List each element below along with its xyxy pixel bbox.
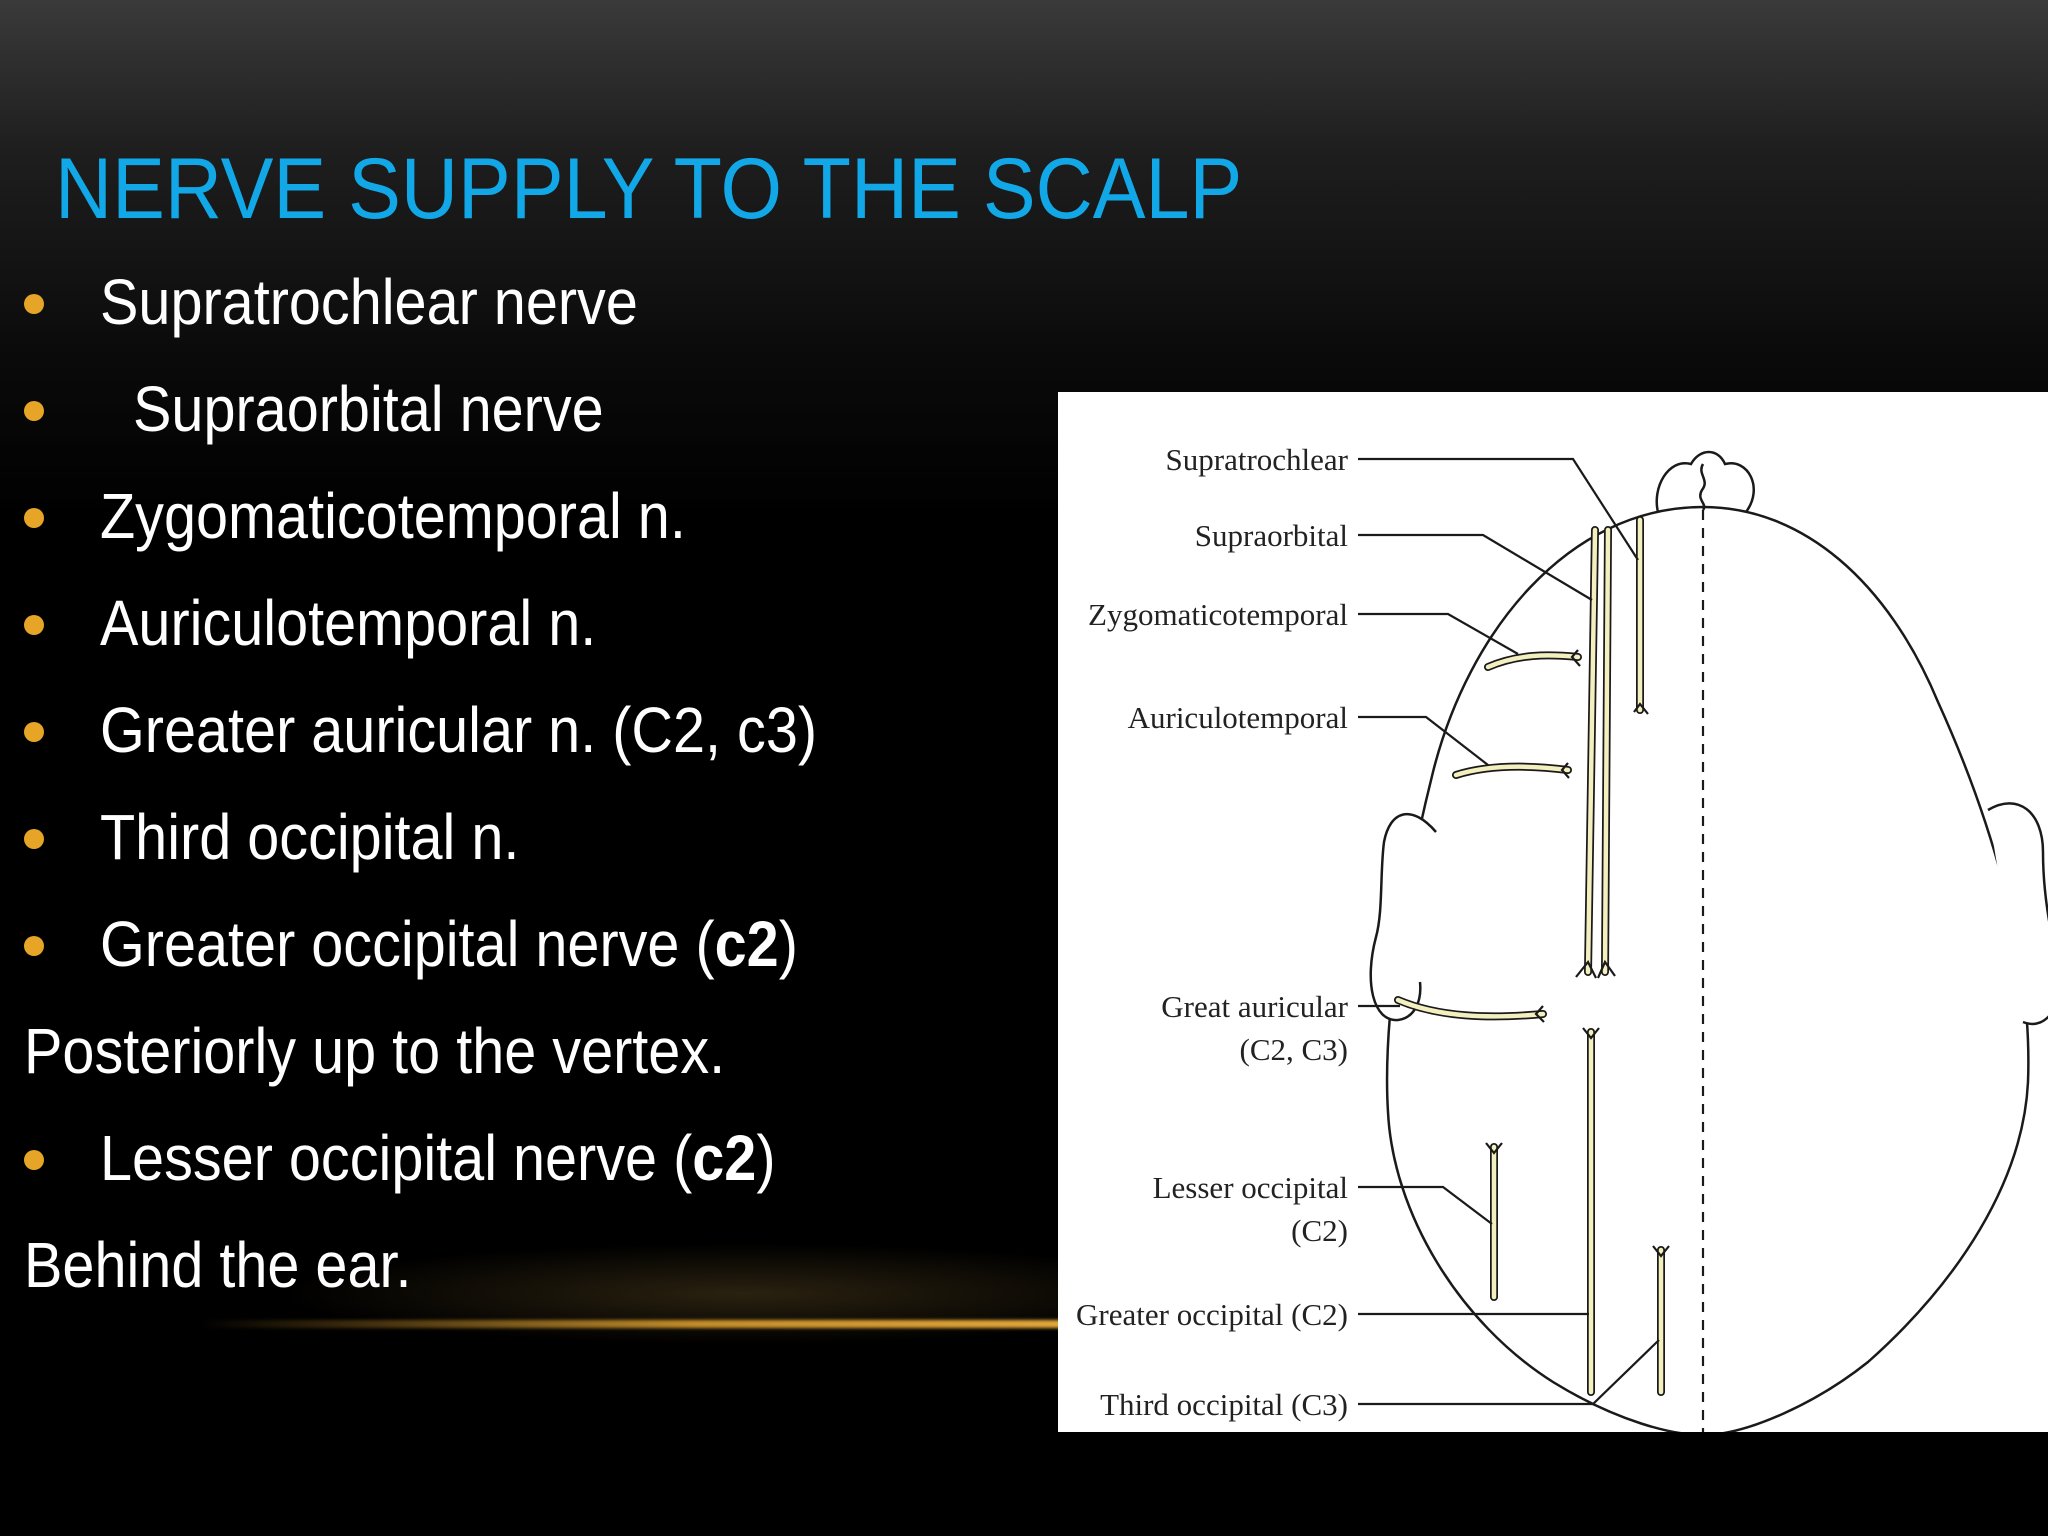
head-outline [1385, 505, 2030, 1432]
label-supraorbital: Supraorbital [1195, 518, 1348, 553]
plain-text-behind-ear: Behind the ear. [24, 1229, 412, 1301]
lesser-occipital-pre: Lesser occipital nerve ( [100, 1122, 693, 1194]
bullet-list: Supratrochlear nerve Supraorbital nerve … [0, 0, 1060, 1400]
tip-supratrochlear [1633, 702, 1649, 715]
bullet-text-zygomaticotemporal: Zygomaticotemporal n. [100, 480, 686, 552]
leader-third-occipital [1358, 1339, 1660, 1406]
tip-great-auricular [1534, 1005, 1545, 1023]
greater-occipital-post: ) [778, 908, 798, 980]
bullet-dot-5 [24, 722, 44, 742]
gold-glow [0, 1230, 1200, 1390]
bullet-dot-6 [24, 829, 44, 849]
left-ear [1369, 812, 1437, 1022]
leader-supratrochlear [1358, 457, 1639, 561]
tip-supraorbital [1575, 959, 1616, 979]
tip-greater-occipital [1582, 1027, 1600, 1040]
label-great-auricular-roots: (C2, C3) [1240, 1032, 1349, 1067]
tip-zygomaticotemporal [1570, 649, 1581, 667]
bullet-dot-9 [24, 1150, 44, 1170]
greater-occipital-pre: Greater occipital nerve ( [100, 908, 715, 980]
tip-third-occipital [1652, 1245, 1670, 1258]
scalp-diagram: Supratrochlear Supraorbital Zygomaticote… [1076, 442, 2048, 1432]
label-supratrochlear: Supratrochlear [1166, 442, 1349, 477]
greater-occipital-root: c2 [714, 908, 779, 980]
bullet-dot-1 [24, 294, 44, 314]
slide-title: NERVE SUPPLY TO THE SCALP [55, 141, 1243, 237]
label-zygomaticotemporal: Zygomaticotemporal [1088, 597, 1348, 632]
scalp-diagram-panel: Supratrochlear Supraorbital Zygomaticote… [1058, 392, 2048, 1432]
bullet-dot-7 [24, 936, 44, 956]
plain-text-posteriorly: Posteriorly up to the vertex. [24, 1015, 726, 1087]
lesser-occipital-post: ) [756, 1122, 776, 1194]
leader-auriculotemporal [1358, 715, 1489, 766]
leader-zygomaticotemporal [1358, 612, 1519, 655]
bullet-text-supraorbital: Supraorbital nerve [133, 373, 604, 445]
nose-midline [1699, 463, 1706, 511]
label-third-occipital: Third occipital (C3) [1100, 1387, 1348, 1422]
bullet-text-greater-auricular: Greater auricular n. (C2, c3) [100, 694, 818, 766]
bullet-text-supratrochlear: Supratrochlear nerve [100, 266, 638, 338]
tip-auriculotemporal [1560, 762, 1570, 779]
tip-lesser-occipital [1485, 1142, 1503, 1155]
leader-supraorbital [1358, 533, 1593, 601]
bullet-text-lesser-occipital: Lesser occipital nerve (c2) [100, 1126, 776, 1190]
label-great-auricular: Great auricular [1161, 989, 1348, 1024]
gold-accent-line [200, 1320, 1100, 1328]
bullet-dot-3 [24, 508, 44, 528]
label-greater-occipital: Greater occipital (C2) [1076, 1297, 1348, 1332]
label-lesser-occipital-roots: (C2) [1291, 1213, 1348, 1248]
bullet-dot-2 [24, 401, 44, 421]
bullet-text-auriculotemporal: Auriculotemporal n. [100, 587, 597, 659]
label-lesser-occipital: Lesser occipital [1153, 1170, 1348, 1205]
bullet-text-greater-occipital: Greater occipital nerve (c2) [100, 912, 798, 976]
bullet-dot-4 [24, 615, 44, 635]
label-auriculotemporal: Auriculotemporal [1128, 700, 1348, 735]
leader-lesser-occipital [1358, 1185, 1493, 1225]
bullet-text-third-occipital: Third occipital n. [100, 801, 520, 873]
lesser-occipital-root: c2 [692, 1122, 757, 1194]
